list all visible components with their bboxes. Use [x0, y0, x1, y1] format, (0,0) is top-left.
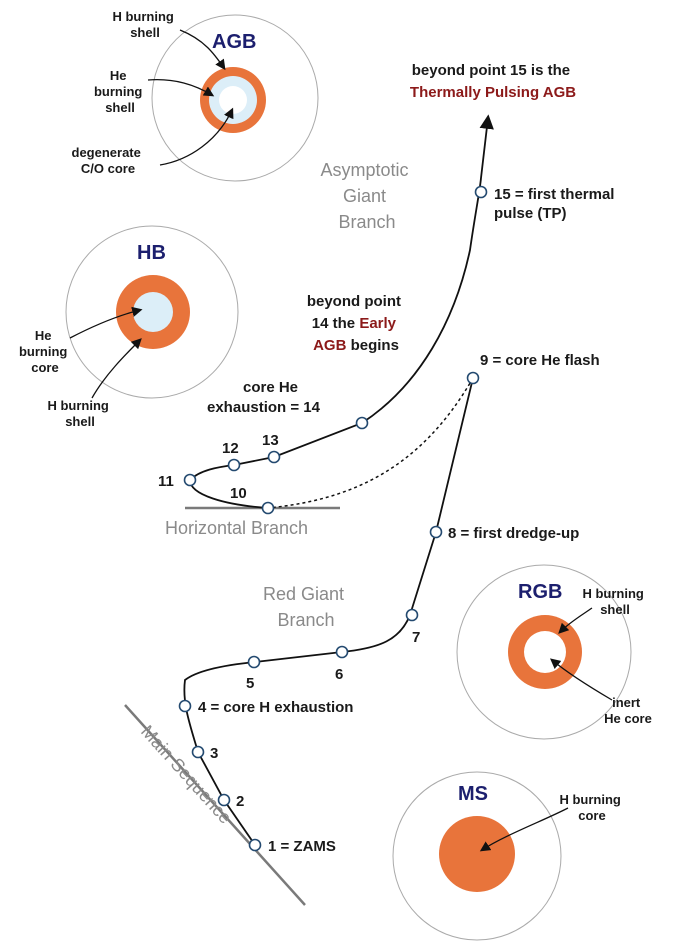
rgb-outer-envelope	[456, 564, 632, 740]
track-points	[178, 185, 488, 852]
rgb-inert-core-arrow	[550, 658, 613, 701]
horizontal-branch-track	[189, 114, 494, 509]
point-8	[429, 525, 443, 539]
point-11	[183, 473, 197, 487]
he-exhaustion-label: core He exhaustion = 14	[207, 379, 321, 416]
thermally-pulsing-note: beyond point 15 is the Thermally Pulsing…	[410, 62, 576, 101]
evolution-track	[183, 377, 474, 846]
hb-title: HB	[137, 242, 166, 264]
hb-he-core	[133, 292, 173, 332]
agb-he-shell-arrow	[147, 79, 215, 97]
point-1-label: 1 = ZAMS	[268, 838, 336, 855]
point-3-label: 3	[210, 745, 218, 762]
point-6-label: 6	[335, 666, 343, 683]
rgb-structure-panel: RGB H burning shell inert He core	[456, 564, 652, 740]
agb-core	[219, 86, 247, 114]
agb-core-arrow	[159, 107, 234, 166]
point-11-label: 11	[158, 473, 174, 490]
agb-he-shell-label: He burning shell	[94, 68, 146, 115]
point-12-label: 12	[222, 440, 239, 457]
point-2-label: 2	[236, 793, 244, 810]
point-15-label: 15 = first thermal pulse (TP)	[494, 186, 619, 222]
point-13	[267, 450, 281, 464]
hb-he-core-arrow	[69, 306, 143, 339]
point-13-label: 13	[262, 432, 279, 449]
point-4-label: 4 = core H exhaustion	[198, 699, 353, 716]
main-sequence-label: Main Sequence	[137, 721, 236, 827]
agb-h-shell-arrow	[179, 29, 226, 71]
agb-core-label: degenerate C/O core	[72, 145, 145, 176]
rgb-inert-core-label: inert He core	[604, 695, 652, 726]
agb-outer-envelope	[151, 14, 319, 182]
ms-h-core-arrow	[479, 807, 569, 852]
point-9	[466, 371, 480, 385]
point-12	[227, 458, 241, 472]
hb-h-shell-arrow	[91, 338, 142, 399]
point-15	[474, 185, 488, 199]
early-agb-note: beyond point 14 the Early AGB begins	[307, 293, 405, 354]
agb-structure-panel: AGB H burning shell He burning shell deg…	[72, 9, 319, 182]
main-sequence-line	[124, 704, 306, 906]
hb-h-shell-label: H burning shell	[47, 398, 112, 429]
point-4	[178, 699, 192, 713]
point-3	[191, 745, 205, 759]
point-6	[335, 645, 349, 659]
point-5	[247, 655, 261, 669]
ms-h-core-label: H burning core	[559, 792, 624, 823]
point-8-label: 8 = first dredge-up	[448, 525, 579, 542]
point-1	[248, 838, 262, 852]
point-2	[217, 793, 231, 807]
point-7-label: 7	[412, 629, 420, 646]
helium-flash-dashed-track	[267, 377, 474, 509]
ms-outer-envelope	[392, 771, 562, 941]
hb-he-core-label: He burning core	[19, 328, 71, 375]
ms-title: MS	[458, 783, 488, 805]
horizontal-branch-label: Horizontal Branch	[165, 518, 308, 538]
point-5-label: 5	[246, 675, 254, 692]
agb-title: AGB	[212, 31, 256, 53]
point-9-label: 9 = core He flash	[480, 352, 600, 369]
point-10	[261, 501, 275, 515]
agb-h-shell-label: H burning shell	[112, 9, 177, 40]
ms-h-core	[439, 816, 515, 892]
agb-branch-label: Asymptotic Giant Branch	[320, 160, 413, 232]
hb-structure-panel: HB He burning core H burning shell	[19, 225, 239, 429]
rgb-title: RGB	[518, 581, 562, 603]
point-10-label: 10	[230, 485, 247, 502]
point-14	[355, 416, 369, 430]
rgb-h-shell-arrow	[558, 607, 593, 634]
point-7	[405, 608, 419, 622]
rgb-h-shell-label: H burning shell	[582, 586, 647, 617]
red-giant-branch-label: Red Giant Branch	[263, 584, 349, 630]
hb-outer-envelope	[65, 225, 239, 399]
ms-structure-panel: MS H burning core	[392, 771, 624, 941]
